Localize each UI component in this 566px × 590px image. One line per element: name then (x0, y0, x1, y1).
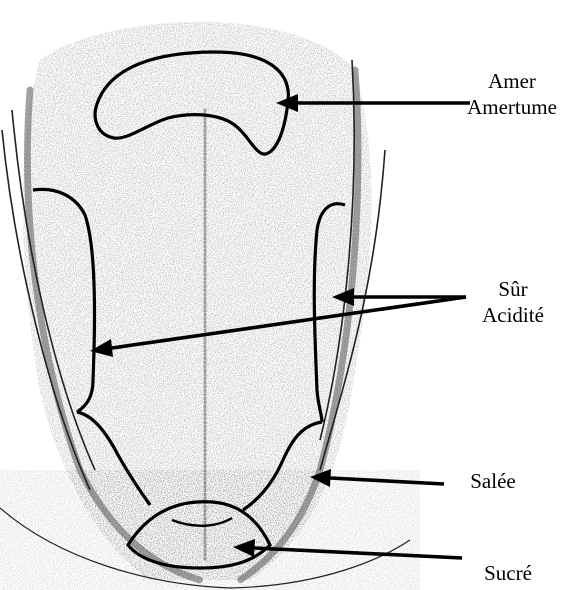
label-sweet: Sucré (468, 560, 548, 586)
arrow-sour-right (332, 288, 466, 306)
label-bitter-line1: Amer (462, 68, 562, 94)
label-sour-line1: Sûr (468, 276, 558, 302)
label-sour: Sûr Acidité (468, 276, 558, 328)
label-salty-line1: Salée (458, 468, 528, 494)
label-sour-line2: Acidité (468, 302, 558, 328)
label-bitter-line2: Amertume (462, 94, 562, 120)
label-bitter: Amer Amertume (462, 68, 562, 120)
label-salty: Salée (458, 468, 528, 494)
label-sweet-line1: Sucré (468, 560, 548, 586)
